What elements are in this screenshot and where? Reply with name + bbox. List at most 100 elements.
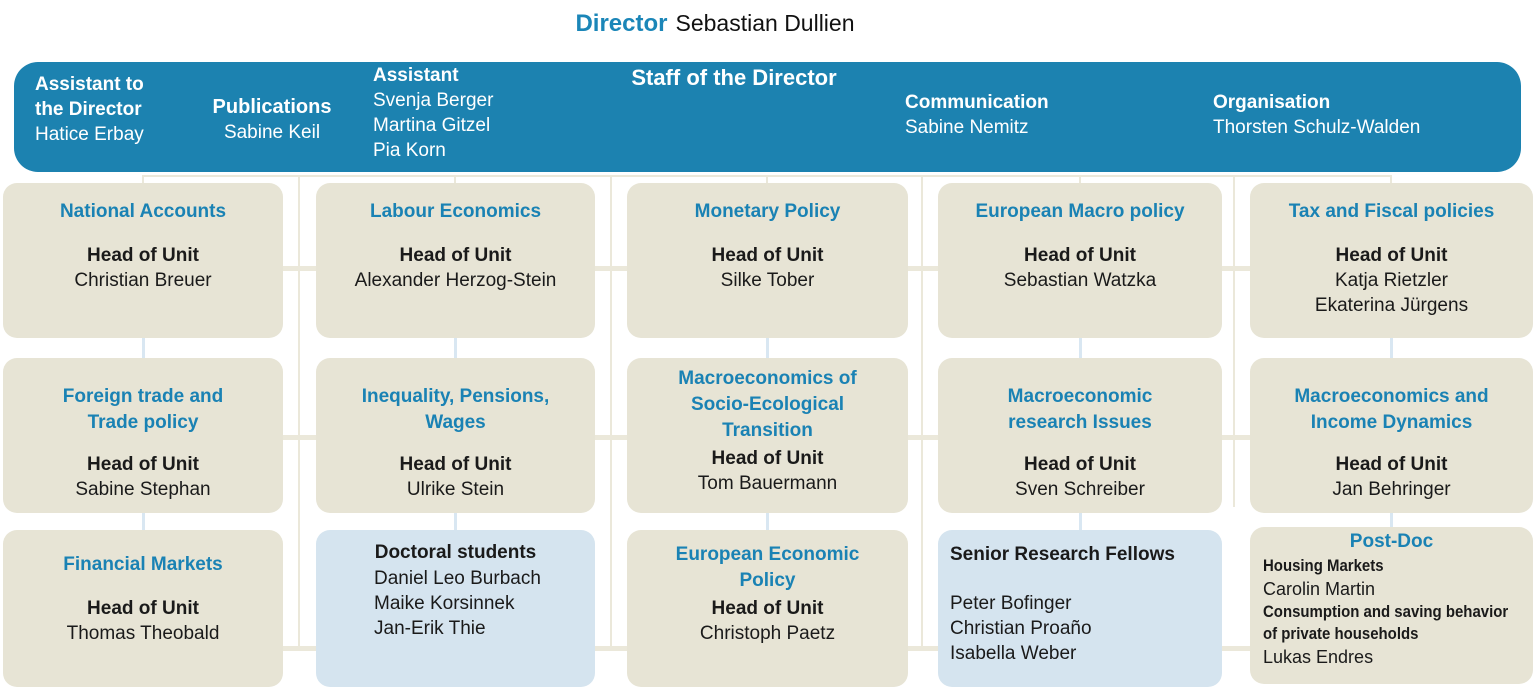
staff-bar-title: Staff of the Director — [631, 65, 837, 90]
unit-box-macroeconomics-socio-ecological: Macroeconomics of Socio-Ecological Trans… — [627, 358, 908, 513]
head-of-unit-label: Head of Unit — [87, 598, 199, 619]
unit-box-national-accounts: National Accounts Head of Unit Christian… — [3, 183, 283, 338]
connector-line — [142, 175, 144, 184]
group-box-post-doc: Post-Doc Housing Markets Carolin Martin … — [1250, 527, 1533, 684]
connector-line — [1390, 175, 1392, 184]
unit-box-european-macro-policy: European Macro policy Head of Unit Sebas… — [938, 183, 1222, 338]
connector-line — [766, 338, 769, 358]
director-role: Director — [575, 10, 668, 37]
post-doc-topic: Consumption and saving behavior of priva… — [1263, 602, 1509, 643]
group-title: Senior Research Fellows — [950, 544, 1175, 565]
connector-line — [1079, 513, 1082, 530]
unit-title: Labour Economics — [369, 201, 542, 222]
unit-title: European Macro policy — [975, 201, 1185, 222]
unit-box-macroeconomic-research-issues: Macroeconomic research Issues Head of Un… — [938, 358, 1222, 513]
bar-group-organisation: Organisation Thorsten Schulz-Walden — [1213, 90, 1420, 140]
connector-line — [454, 513, 457, 530]
bar-group-assistant-to-director: Assistant to the Director Hatice Erbay — [35, 72, 144, 147]
head-of-unit-name: Katja Rietzler — [1335, 270, 1448, 291]
connector-line — [298, 175, 300, 648]
connector-line — [142, 513, 145, 530]
unit-title: Foreign trade and — [62, 386, 224, 407]
unit-box-macroeconomics-income-dynamics: Macroeconomics and Income Dynamics Head … — [1250, 358, 1533, 513]
connector-line — [142, 338, 145, 358]
head-of-unit-name: Tom Bauermann — [697, 473, 838, 494]
group-box-senior-research-fellows: Senior Research Fellows Peter Bofinger C… — [938, 530, 1222, 687]
group-member-name: Peter Bofinger — [950, 593, 1072, 614]
connector-line — [454, 338, 457, 358]
head-of-unit-label: Head of Unit — [399, 454, 512, 475]
head-of-unit-name: Christian Breuer — [74, 270, 212, 291]
head-of-unit-label: Head of Unit — [711, 598, 824, 619]
unit-title: National Accounts — [59, 201, 227, 222]
connector-line — [454, 175, 456, 184]
bar-title: Staff of the Director — [514, 65, 954, 91]
head-of-unit-name: Sven Schreiber — [1015, 479, 1145, 500]
unit-title: Macroeconomics of — [678, 368, 857, 389]
staff-of-director-bar: Assistant to the Director Hatice Erbay P… — [14, 62, 1521, 172]
post-doc-name: Lukas Endres — [1263, 647, 1374, 667]
group-label: the Director — [35, 99, 142, 120]
head-of-unit-label: Head of Unit — [399, 245, 512, 266]
head-of-unit-label: Head of Unit — [1335, 245, 1448, 266]
unit-title: Tax and Fiscal policies — [1288, 201, 1495, 222]
head-of-unit-label: Head of Unit — [1024, 454, 1136, 475]
head-of-unit-name: Thomas Theobald — [66, 623, 220, 644]
staff-member-name: Martina Gitzel — [373, 115, 491, 136]
unit-title: Inequality, Pensions, — [361, 386, 550, 407]
staff-member-name: Sabine Nemitz — [905, 117, 1029, 138]
unit-box-financial-markets: Financial Markets Head of Unit Thomas Th… — [3, 530, 283, 687]
head-of-unit-label: Head of Unit — [1024, 245, 1136, 266]
group-member-name: Christian Proaño — [950, 618, 1092, 639]
group-label: Assistant to — [35, 74, 144, 95]
unit-title: Income Dynamics — [1310, 412, 1473, 433]
head-of-unit-name: Silke Tober — [720, 270, 815, 291]
group-member-name: Maike Korsinnek — [374, 593, 515, 614]
unit-title: Policy — [739, 570, 796, 591]
head-of-unit-label: Head of Unit — [711, 448, 824, 469]
head-of-unit-name: Jan Behringer — [1332, 479, 1451, 500]
head-of-unit-label: Head of Unit — [87, 454, 199, 475]
unit-box-european-economic-policy: European Economic Policy Head of Unit Ch… — [627, 530, 908, 687]
head-of-unit-label: Head of Unit — [1335, 454, 1448, 475]
group-member-name: Jan-Erik Thie — [374, 618, 486, 639]
group-member-name: Daniel Leo Burbach — [374, 568, 541, 589]
unit-title: European Economic — [675, 544, 860, 565]
head-of-unit-name: Sabine Stephan — [75, 479, 211, 500]
staff-member-name: Svenja Berger — [373, 90, 494, 111]
group-box-doctoral-students: Doctoral students Daniel Leo Burbach Mai… — [316, 530, 595, 687]
connector-line — [1390, 338, 1393, 358]
connector-line — [610, 175, 612, 648]
staff-member-name: Sabine Keil — [223, 122, 321, 143]
unit-title: Macroeconomic — [1007, 386, 1153, 407]
group-label: Organisation — [1213, 92, 1331, 113]
connector-line — [766, 175, 768, 184]
group-title: Doctoral students — [374, 542, 537, 563]
unit-title: Wages — [425, 412, 486, 433]
head-of-unit-name: Ekaterina Jürgens — [1314, 295, 1469, 316]
head-of-unit-name: Christoph Paetz — [699, 623, 836, 644]
connector-line — [921, 175, 923, 648]
head-of-unit-name: Alexander Herzog-Stein — [354, 270, 557, 291]
staff-member-name: Hatice Erbay — [35, 124, 144, 145]
head-of-unit-name: Ulrike Stein — [406, 479, 505, 500]
unit-box-tax-and-fiscal-policies: Tax and Fiscal policies Head of Unit Kat… — [1250, 183, 1533, 338]
head-of-unit-name: Sebastian Watzka — [1003, 270, 1157, 291]
group-label: Publications — [212, 96, 332, 118]
unit-title: research Issues — [1008, 412, 1152, 433]
connector-line — [1079, 175, 1081, 184]
group-label: Assistant — [373, 65, 459, 86]
group-label: Communication — [905, 92, 1049, 113]
staff-member-name: Pia Korn — [373, 140, 446, 161]
unit-box-monetary-policy: Monetary Policy Head of Unit Silke Tober — [627, 183, 908, 338]
head-of-unit-label: Head of Unit — [87, 245, 199, 266]
unit-title: Transition — [722, 420, 813, 441]
unit-box-foreign-trade: Foreign trade and Trade policy Head of U… — [3, 358, 283, 513]
staff-member-name: Thorsten Schulz-Walden — [1213, 117, 1421, 138]
bar-group-publications: Publications Sabine Keil — [192, 95, 352, 145]
connector-line — [1390, 513, 1393, 530]
unit-title: Monetary Policy — [694, 201, 841, 222]
connector-line — [1233, 175, 1235, 507]
